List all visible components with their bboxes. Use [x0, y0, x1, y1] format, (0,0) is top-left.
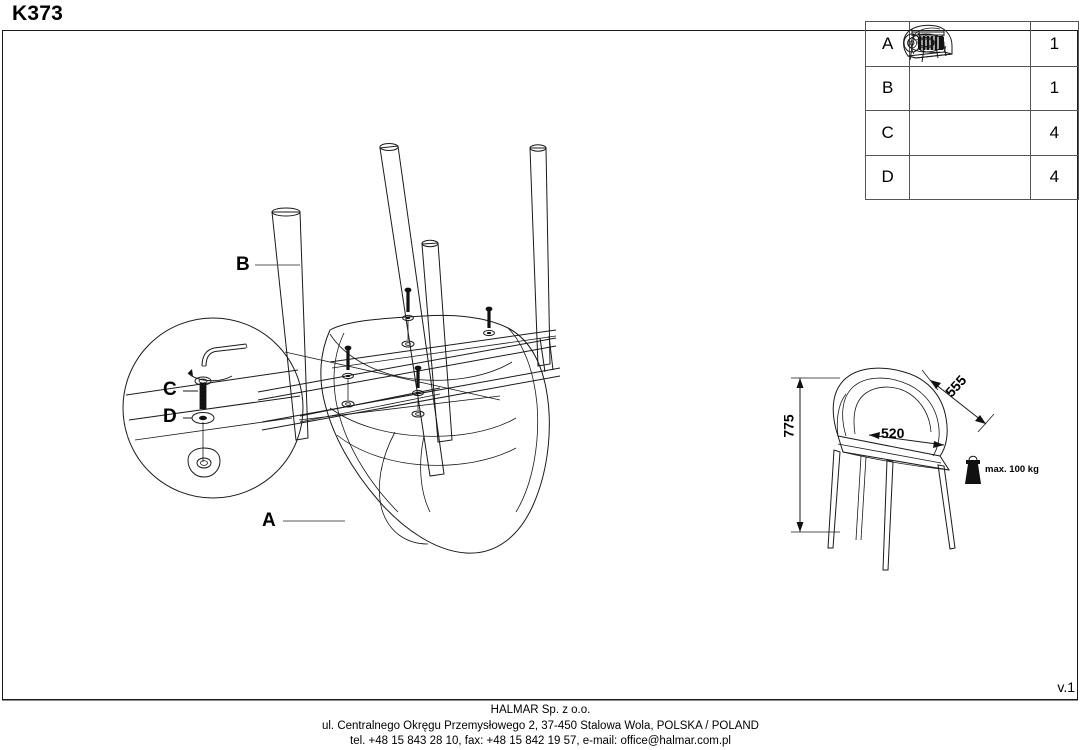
seat-shell-outline: [320, 314, 550, 554]
chair-leg-frame-icon: [909, 28, 1031, 111]
weight-kettlebell-icon: [965, 455, 981, 484]
part-quantity-c: 4: [1029, 110, 1080, 156]
footer-address: ul. Centralnego Okręgu Przemysłowego 2, …: [321, 719, 759, 732]
fixing-point-screws: [341, 287, 495, 418]
footer-contact: tel. +48 15 843 28 10, fax: +48 15 842 1…: [350, 735, 731, 747]
dimension-depth: [921, 369, 995, 433]
leg-back-left: [855, 455, 862, 541]
leg-back-right: [937, 464, 956, 550]
label-b: B: [236, 254, 250, 275]
detail-callout: [122, 317, 501, 499]
dimension-width: [868, 432, 945, 448]
page-title: K373: [12, 2, 64, 25]
footer-block: HALMAR Sp. z o.o. ul. Centralnego Okręgu…: [0, 703, 1081, 750]
mounting-bracket: [187, 447, 221, 478]
leg-front-right: [882, 459, 894, 571]
mounting-frame-bars: [257, 329, 561, 431]
detail-bolt-icon: [194, 376, 212, 409]
table-row: B 1: [864, 28, 1080, 111]
footer-company: HALMAR Sp. z o.o.: [490, 704, 591, 716]
screw-assembly-3: [341, 345, 355, 408]
part-letter-c: C: [864, 110, 911, 156]
flat-washer-icon: [907, 33, 1031, 200]
dimension-width-label: 520: [881, 425, 905, 441]
part-quantity-b: 1: [1029, 65, 1080, 111]
label-d: D: [163, 406, 177, 427]
dimension-diagram: [791, 367, 995, 571]
screw-assembly-4: [411, 365, 425, 418]
allen-key-icon: [201, 343, 248, 367]
tighten-arrow-icon: [187, 369, 233, 382]
exploded-assembly-view: [255, 143, 561, 554]
hex-socket-bolt-icon: [903, 33, 1031, 156]
detail-washer-icon: [191, 412, 215, 424]
dimension-height-label: 775: [780, 414, 797, 438]
dimension-height: [791, 377, 840, 533]
part-letter-d: D: [864, 154, 911, 200]
parts-list-table: A 1 B: [864, 21, 1080, 200]
table-row: C 4: [864, 33, 1080, 156]
part-quantity-d: 4: [1029, 154, 1080, 200]
table-row: D 4: [864, 33, 1080, 200]
version-label: v.1: [1057, 679, 1075, 695]
part-letter-b: B: [864, 65, 911, 111]
screw-assembly-2: [483, 306, 495, 337]
part-quantity-a: 1: [1029, 21, 1080, 67]
label-c: C: [163, 379, 177, 400]
chair-legs: [271, 143, 551, 477]
screw-assembly-1: [401, 287, 415, 348]
detail-circle: [122, 317, 304, 499]
label-a: A: [262, 510, 276, 531]
max-load-label: max. 100 kg: [985, 464, 1039, 475]
leg-front-left: [827, 449, 841, 549]
